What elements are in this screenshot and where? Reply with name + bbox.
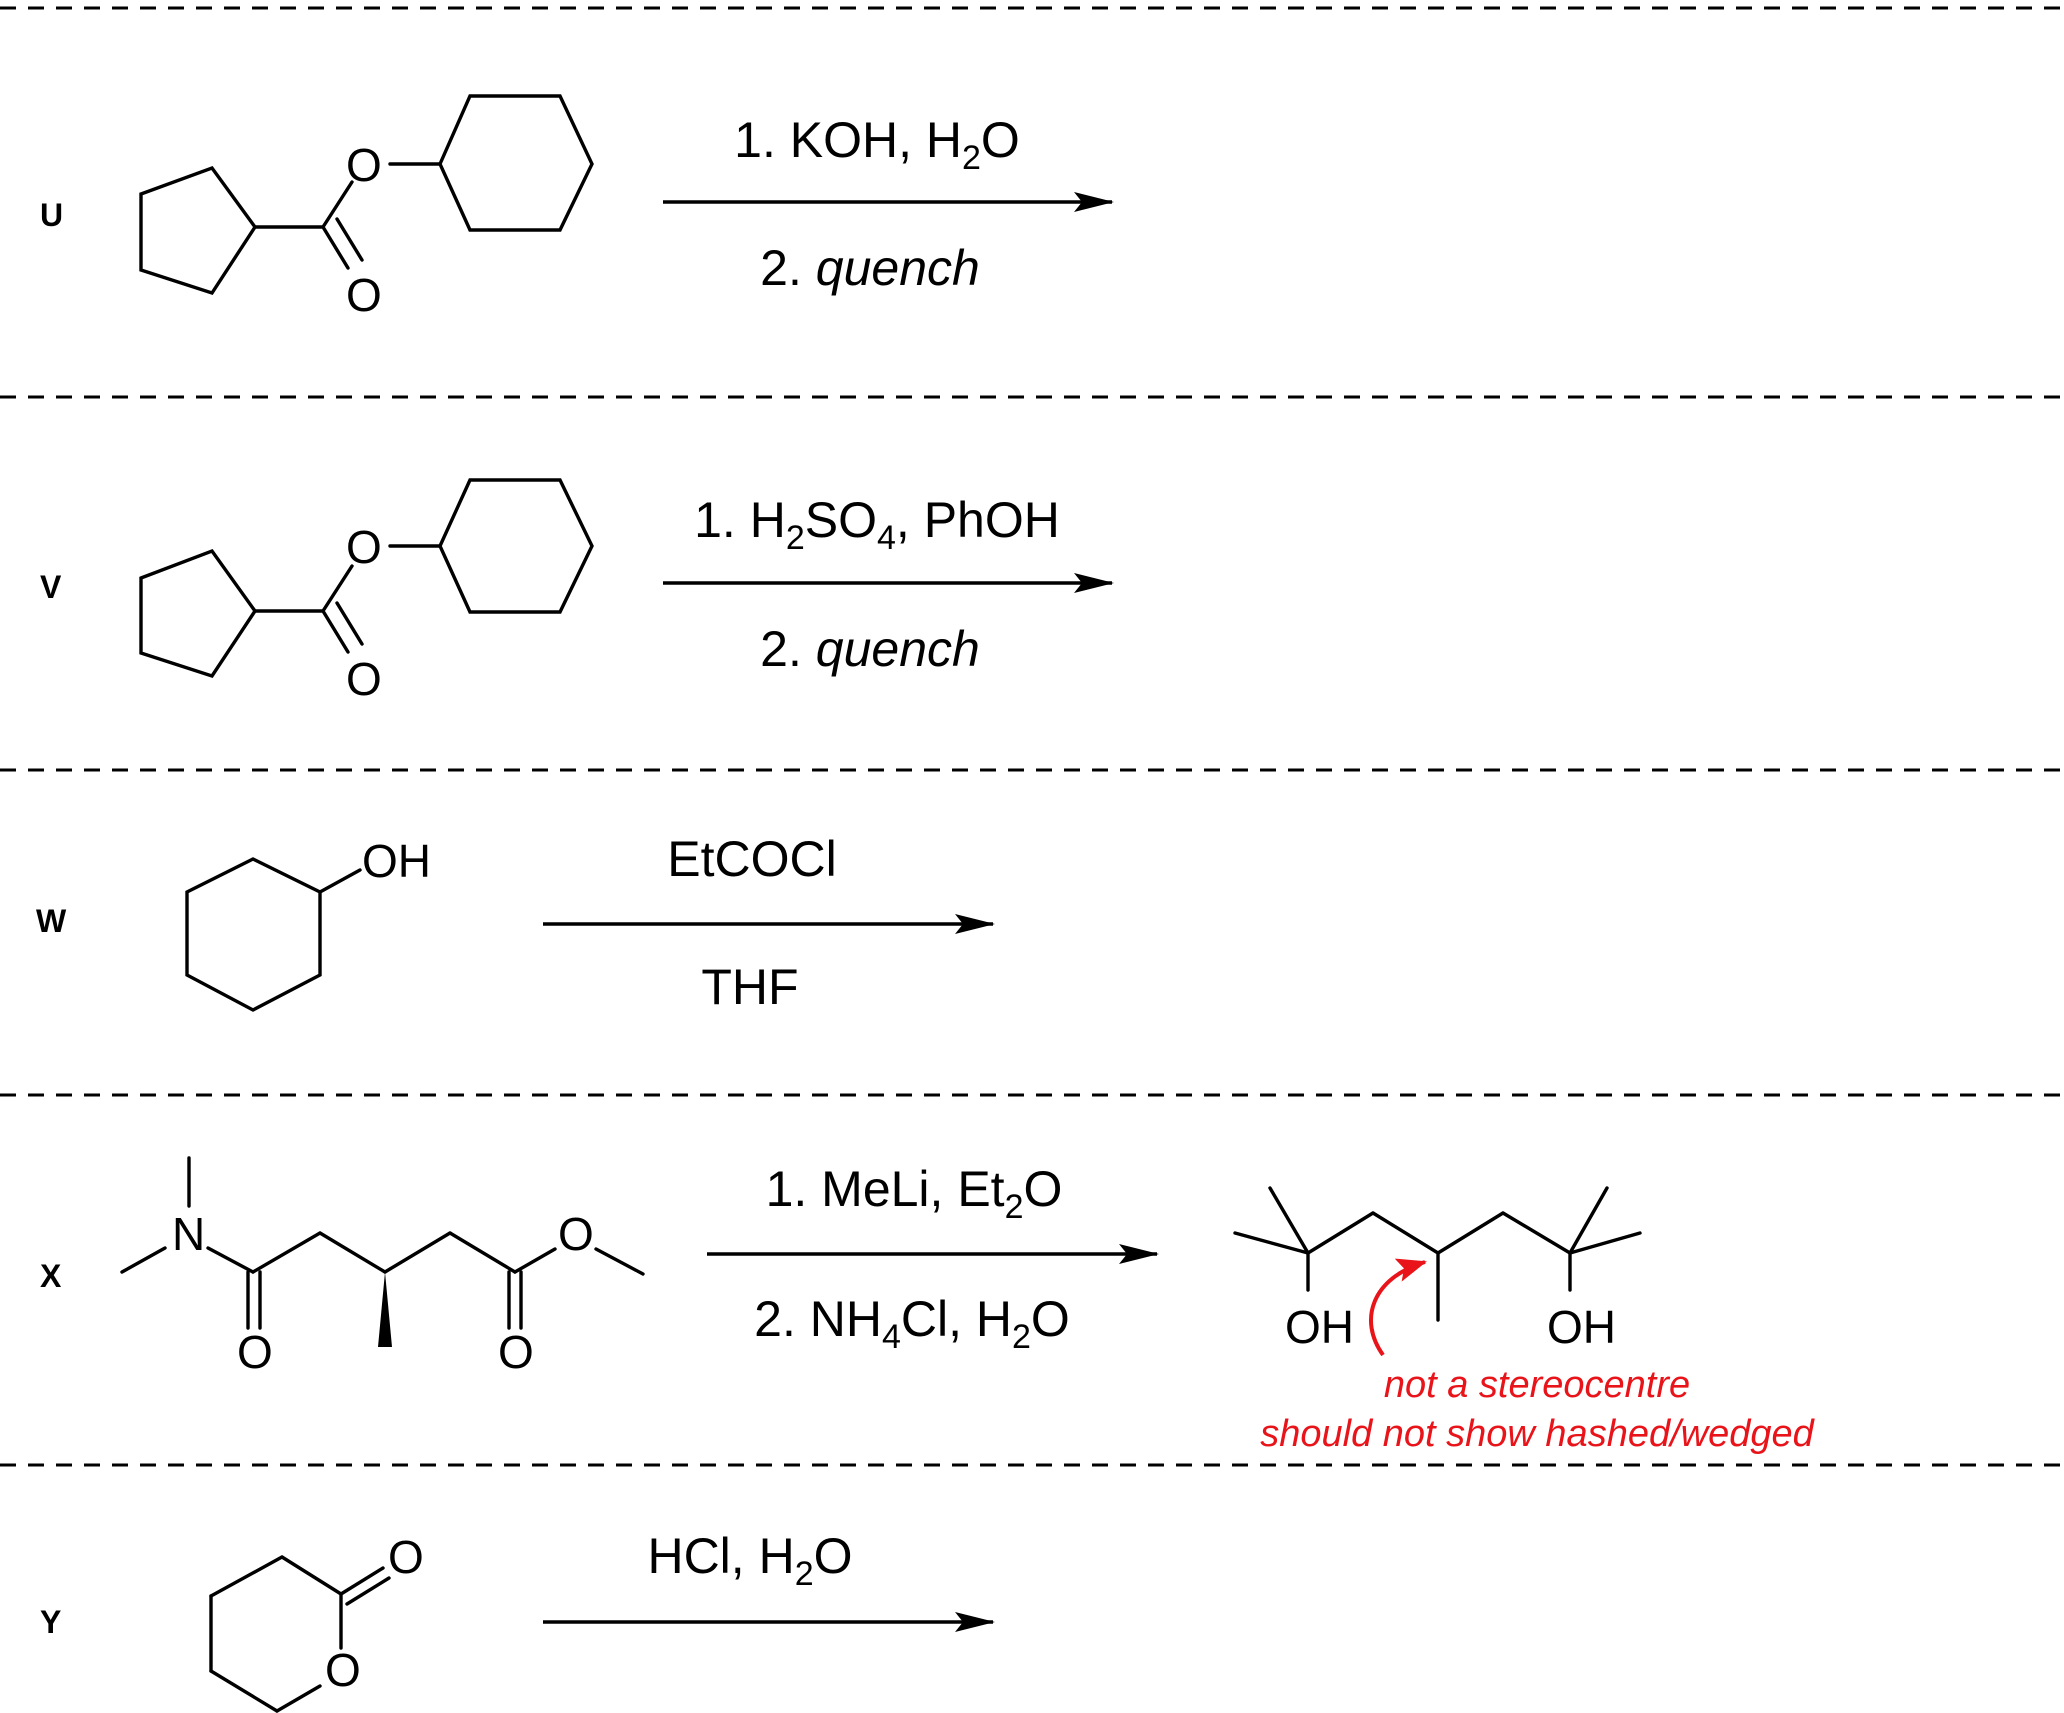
diol-product-molecule: OH OH [1233, 1186, 1642, 1353]
atom-oh-w: OH [362, 835, 431, 887]
reagent-w-above: EtCOCl [667, 831, 836, 887]
annotation-note-line1: not a stereocentre [1384, 1364, 1690, 1406]
reagent-u-step2: 2. quench [760, 240, 980, 296]
atom-o-amide-x: O [237, 1326, 273, 1378]
annotation-note-line2: should not show hashed/wedged [1260, 1413, 1815, 1455]
atom-o-ester-x: O [558, 1208, 594, 1260]
atom-o-ester-u: O [346, 139, 382, 191]
reaction-label-y: Y [40, 1604, 61, 1640]
reagent-y-above: HCl, H2O [647, 1528, 852, 1593]
ester-molecule-u: O O [139, 94, 594, 321]
atom-o-carbonyl-v: O [346, 653, 382, 705]
reagent-x-step1: 1. MeLi, Et2O [766, 1161, 1063, 1226]
lactone-molecule: O O [209, 1531, 424, 1713]
atom-o-carbonyl-y: O [388, 1531, 424, 1583]
atom-o-ring-y: O [325, 1644, 361, 1696]
reaction-label-w: W [36, 903, 67, 939]
reagent-u-step1: 1. KOH, H2O [734, 112, 1020, 177]
atom-oh-left-x: OH [1285, 1301, 1354, 1353]
atom-o-carbonyl-x: O [498, 1326, 534, 1378]
reagent-v-step2: 2. quench [760, 621, 980, 677]
annotation-arrow [1369, 1258, 1427, 1357]
amide-ester-molecule: N O O O [120, 1156, 645, 1378]
reaction-label-x: X [40, 1258, 62, 1294]
atom-o-carbonyl-u: O [346, 269, 382, 321]
atom-n-x: N [172, 1208, 205, 1260]
reaction-label-u: U [40, 197, 63, 233]
reagent-x-step2: 2. NH4Cl, H2O [754, 1291, 1070, 1356]
reaction-label-v: V [40, 569, 62, 605]
reagent-w-below: THF [701, 959, 798, 1015]
cyclohexanol-molecule: OH [185, 835, 431, 1012]
wedge-bond [378, 1272, 392, 1347]
reagent-v-step1: 1. H2SO4, PhOH [694, 492, 1060, 557]
ester-molecule-v: O O [139, 478, 594, 705]
atom-o-ester-v: O [346, 521, 382, 573]
atom-oh-right-x: OH [1547, 1301, 1616, 1353]
